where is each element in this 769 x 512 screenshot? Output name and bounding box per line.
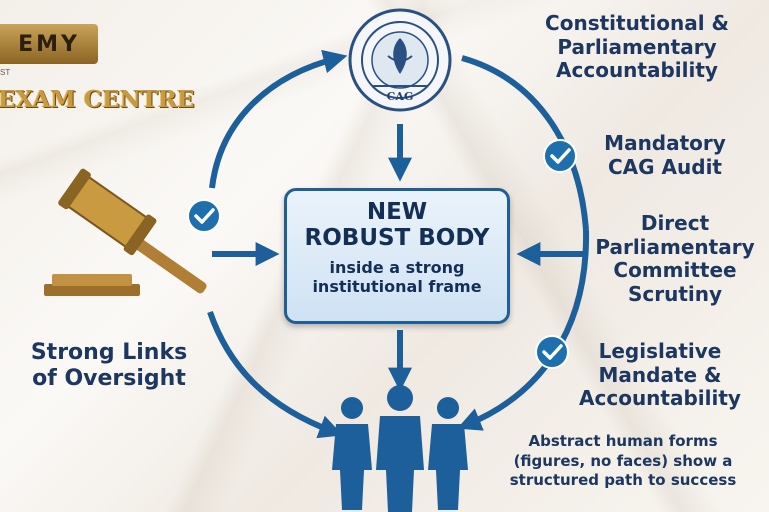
box-title-line1: NEW [366,199,428,225]
check-icon [543,139,577,173]
caption-line1: Strong Links [30,340,188,365]
box-subtitle-line2: institutional frame [312,277,482,297]
label-line: Accountability [556,58,718,83]
mandatory-audit-label: Mandatory CAG Audit [570,131,760,179]
constitutional-label: Constitutional & Parliamentary Accountab… [512,11,762,83]
abstract-forms-note: Abstract human forms (figures, no faces)… [478,432,768,491]
label-line: Mandatory [604,131,726,155]
check-icon [535,335,569,369]
box-subtitle-line1: inside a strong [329,257,465,277]
box-title-line2: ROBUST BODY [304,225,490,252]
label-line: Constitutional & [545,11,729,35]
label-line: Direct [640,211,710,235]
strong-links-caption: Strong Links of Oversight [14,340,204,393]
label-line: Parliamentary [557,34,717,59]
gavel-icon [44,168,207,296]
check-icon [187,199,221,233]
arc-right-down [461,55,589,231]
arc-left-to-people-arrow [207,311,343,439]
note-line: Abstract human forms [528,432,718,450]
label-line: Scrutiny [627,281,723,306]
brand-exam-centre: EXAM CENTRE [0,86,195,113]
seal-label: CAG [386,90,414,103]
brand-academy-word: EMY [0,24,98,64]
label-line: Parliamentary [595,234,755,259]
cag-seal-icon [348,8,452,112]
note-line: (figures, no faces) show a [513,451,733,470]
label-line: Legislative [598,339,722,363]
arc-left-up-arrow [209,49,348,189]
legislative-mandate-label: Legislative Mandate & Accountability [560,339,760,411]
label-line: CAG Audit [608,154,722,179]
brand-partial-letter: A [44,0,88,10]
note-line: structured path to success [509,471,737,489]
label-line: Mandate & [598,362,722,387]
new-robust-body-box: NEW ROBUST BODY inside a strong institut… [284,188,510,324]
people-icon [332,385,468,512]
brand-small-text: ST [0,68,11,77]
label-line: Accountability [579,386,741,411]
caption-line2: of Oversight [32,366,186,392]
committee-scrutiny-label: Direct Parliamentary Committee Scrutiny [585,211,765,306]
label-line: Committee [613,258,737,283]
